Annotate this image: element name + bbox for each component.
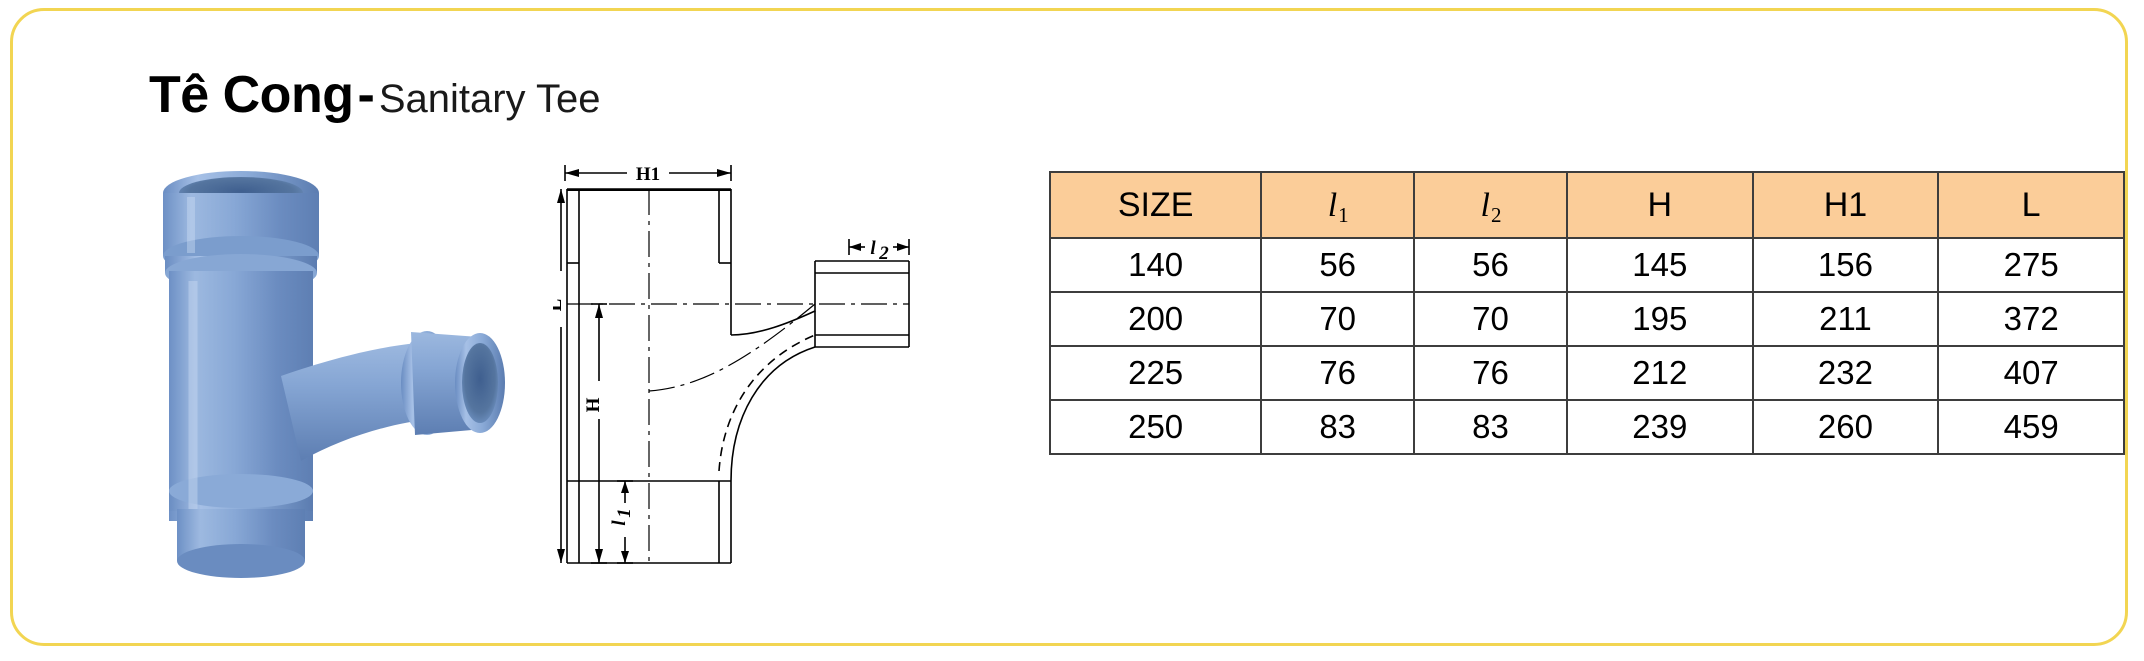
title-english: Sanitary Tee: [378, 77, 601, 121]
cell-h: 239: [1565, 399, 1754, 455]
cell-size: 250: [1048, 399, 1263, 455]
column-header-size: SIZE: [1048, 171, 1263, 239]
page-title: Tê Cong-Sanitary Tee: [149, 69, 600, 121]
dim-label-h: H: [583, 397, 604, 412]
cell-h1: 232: [1751, 345, 1940, 401]
cell-h1: 260: [1751, 399, 1940, 455]
cell-l: 275: [1937, 237, 2125, 293]
column-header-l2-text: l2: [1480, 186, 1502, 227]
dim-label-h1: H1: [636, 164, 660, 185]
product-photo: [131, 161, 531, 591]
cell-size: 140: [1048, 237, 1263, 293]
cell-h: 212: [1565, 345, 1754, 401]
spec-table: SIZE l1 l2 H H1 L 140 56 56 14: [1048, 171, 2125, 455]
cell-size: 225: [1048, 345, 1263, 401]
cell-l2: 56: [1413, 237, 1568, 293]
column-header-h1: H1: [1751, 171, 1940, 239]
cell-h1: 211: [1751, 291, 1940, 347]
table-header-row: SIZE l1 l2 H H1 L: [1048, 171, 2125, 239]
cell-l2: 70: [1413, 291, 1568, 347]
column-header-h: H: [1565, 171, 1754, 239]
column-header-l: L: [1937, 171, 2125, 239]
technical-drawing-image: H1 L H l 1 l 2: [545, 164, 910, 564]
cell-l1: 70: [1260, 291, 1416, 347]
cell-l1: 83: [1260, 399, 1416, 455]
dim-label-l: L: [553, 299, 566, 312]
dim-label-l1: l: [609, 520, 630, 526]
cell-l2: 83: [1413, 399, 1568, 455]
cell-h1: 156: [1751, 237, 1940, 293]
cell-l1: 76: [1260, 345, 1416, 401]
page-frame: Tê Cong-Sanitary Tee: [10, 8, 2128, 646]
column-header-l1: l1: [1260, 171, 1416, 239]
cell-size: 200: [1048, 291, 1263, 347]
column-header-l2: l2: [1413, 171, 1568, 239]
table-row: 225 76 76 212 232 407: [1048, 345, 2125, 401]
table-row: 140 56 56 145 156 275: [1048, 237, 2125, 293]
cell-l2: 76: [1413, 345, 1568, 401]
dim-label-l2: l: [870, 238, 876, 259]
cell-h: 195: [1565, 291, 1754, 347]
cell-h: 145: [1565, 237, 1754, 293]
dim-label-l1-subscript: 1: [614, 508, 635, 518]
table-row: 200 70 70 195 211 372: [1048, 291, 2125, 347]
product-photo-image: [163, 171, 505, 578]
specification-table: SIZE l1 l2 H H1 L 140 56 56 14: [1048, 171, 2125, 455]
table-body: 140 56 56 145 156 275 200 70 70 195 211 …: [1048, 237, 2125, 455]
table-header: SIZE l1 l2 H H1 L: [1048, 171, 2125, 239]
table-row: 250 83 83 239 260 459: [1048, 399, 2125, 455]
cell-l1: 56: [1260, 237, 1416, 293]
cell-l: 372: [1937, 291, 2125, 347]
cell-l: 407: [1937, 345, 2125, 401]
title-separator: -: [357, 66, 375, 124]
cell-l: 459: [1937, 399, 2125, 455]
technical-drawing: H1 L H l 1 l 2: [545, 151, 973, 611]
dim-label-l2-subscript: 2: [878, 243, 889, 264]
column-header-l1-text: l1: [1327, 186, 1349, 227]
title-vietnamese: Tê Cong: [149, 66, 354, 124]
